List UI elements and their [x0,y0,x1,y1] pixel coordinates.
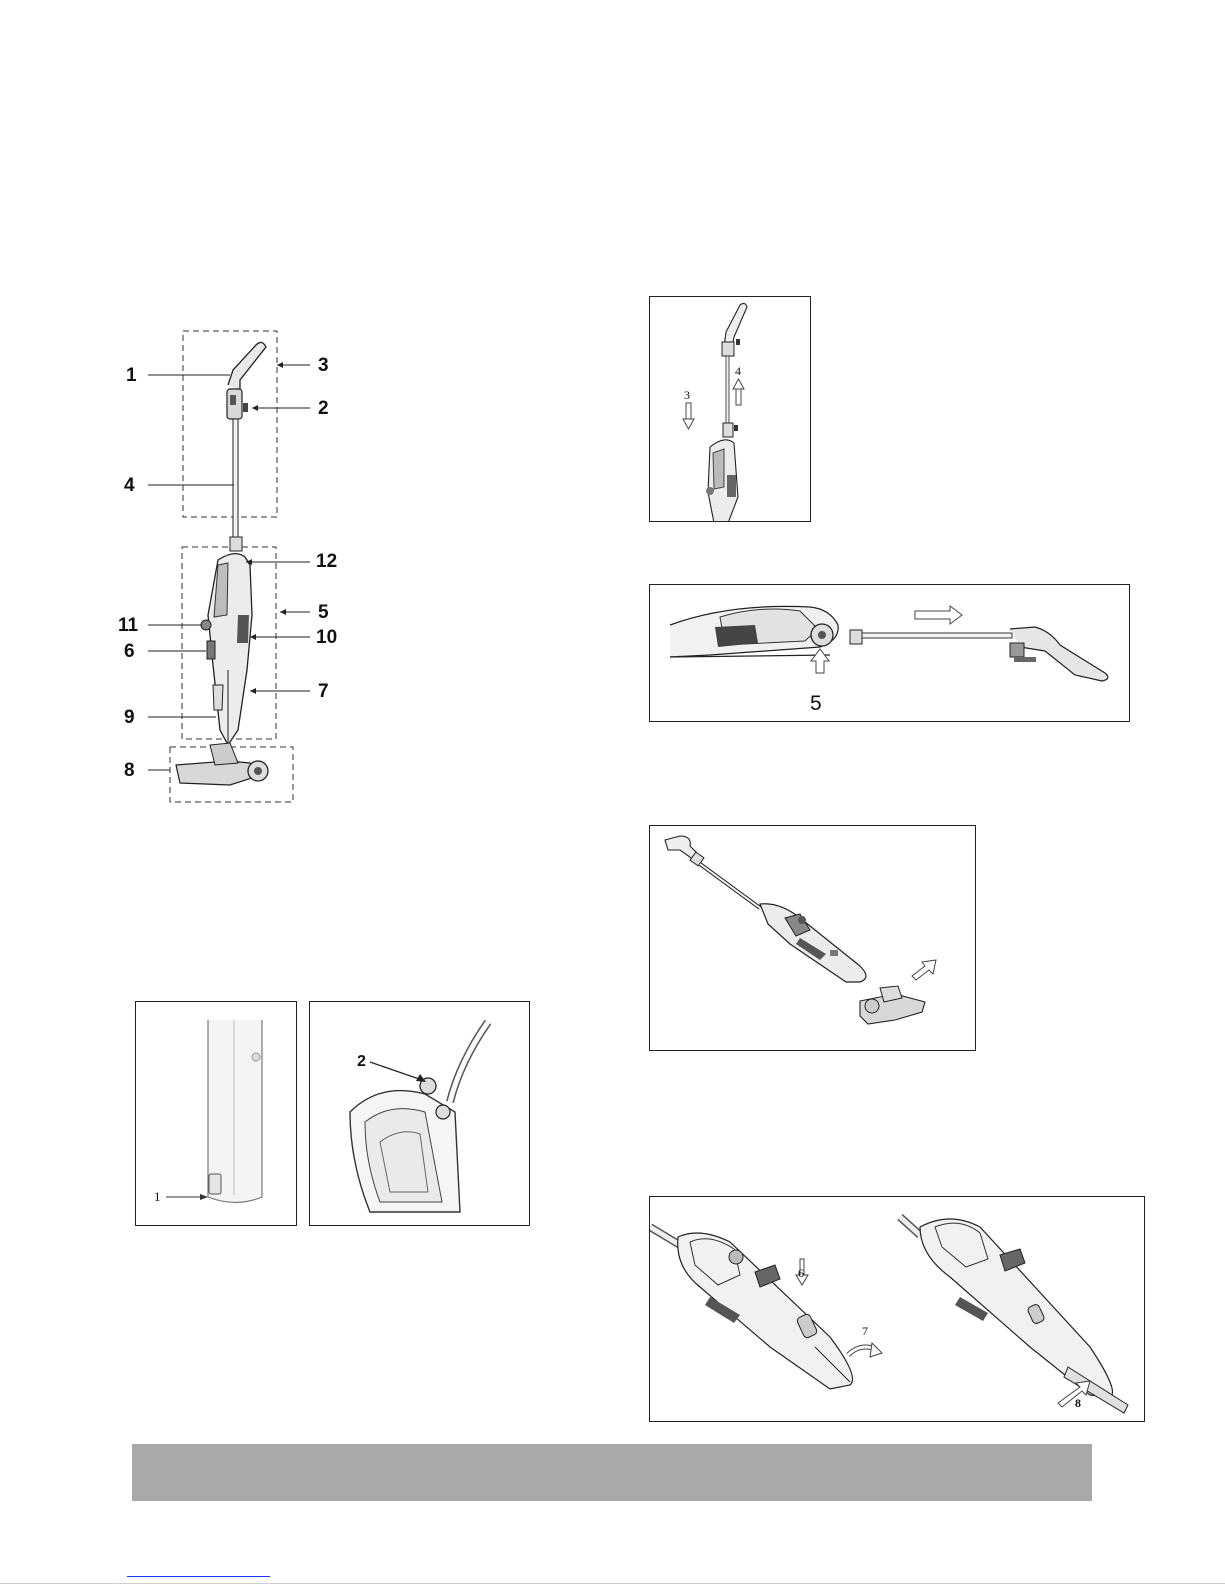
callout-3: 3 [318,356,329,375]
callout-1: 1 [126,366,137,385]
callout-11: 11 [118,616,138,635]
callout-7: 7 [318,682,329,701]
callout-6: 6 [124,642,135,661]
release-button-illustration [310,1002,530,1226]
main-product-diagram [110,325,350,810]
callout-4: 4 [124,476,135,495]
figure-handheld-conversion: 6 7 8 [649,1196,1145,1422]
label-rotate-7: 7 [862,1325,868,1337]
label-insert-8: 8 [1075,1397,1081,1409]
attach-brush-illustration [650,826,976,1051]
link-underline [127,1576,270,1577]
callout-10: 10 [316,628,337,647]
page-bottom-rule [0,1583,1225,1584]
release-tube-illustration [650,585,1130,722]
detail-left-label: 1 [154,1190,161,1203]
label-up-4: 4 [735,365,741,377]
callout-5: 5 [318,603,329,622]
figure-attach-brush [649,825,976,1051]
callout-12: 12 [316,552,337,571]
label-release-5: 5 [810,693,822,714]
label-press-6: 6 [798,1267,804,1279]
figure-release-tube: 5 [649,584,1130,722]
handheld-conversion-illustration [650,1197,1145,1422]
callout-2: 2 [318,399,329,418]
vacuum-illustration [110,325,350,810]
callout-8: 8 [124,761,135,780]
label-down-3: 3 [684,389,690,401]
detail-tube-bottom: 1 [135,1001,297,1226]
figure-extend-tube: 3 4 [649,296,811,522]
extend-tube-illustration [650,297,811,522]
detail-release-button: 2 [309,1001,530,1226]
footer-bar [132,1444,1092,1501]
detail-right-label: 2 [357,1054,366,1070]
callout-9: 9 [124,708,135,727]
